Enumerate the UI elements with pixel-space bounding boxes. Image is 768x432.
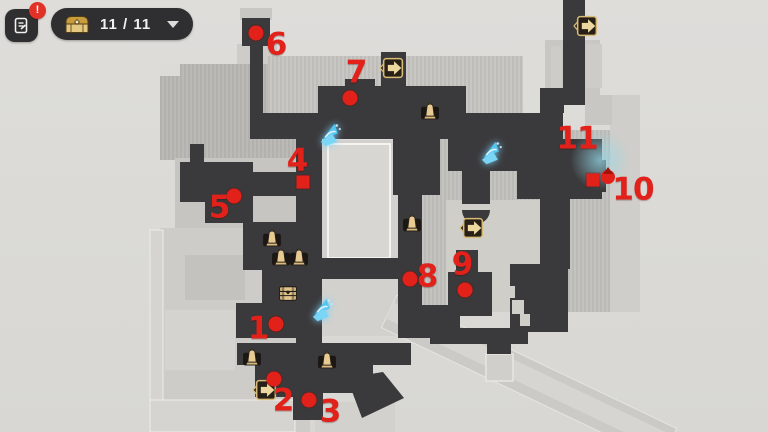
teleport-glow	[570, 130, 630, 190]
chest-icon	[65, 16, 89, 33]
map-header: ! 11 / 11	[0, 0, 768, 50]
journal-button[interactable]: !	[5, 2, 46, 42]
chest-counter[interactable]: 11 / 11	[51, 8, 193, 40]
notification-badge: !	[29, 2, 46, 19]
chest-count-label: 11 / 11	[100, 15, 152, 33]
journal-icon	[14, 17, 28, 34]
chevron-down-icon[interactable]	[167, 21, 179, 28]
